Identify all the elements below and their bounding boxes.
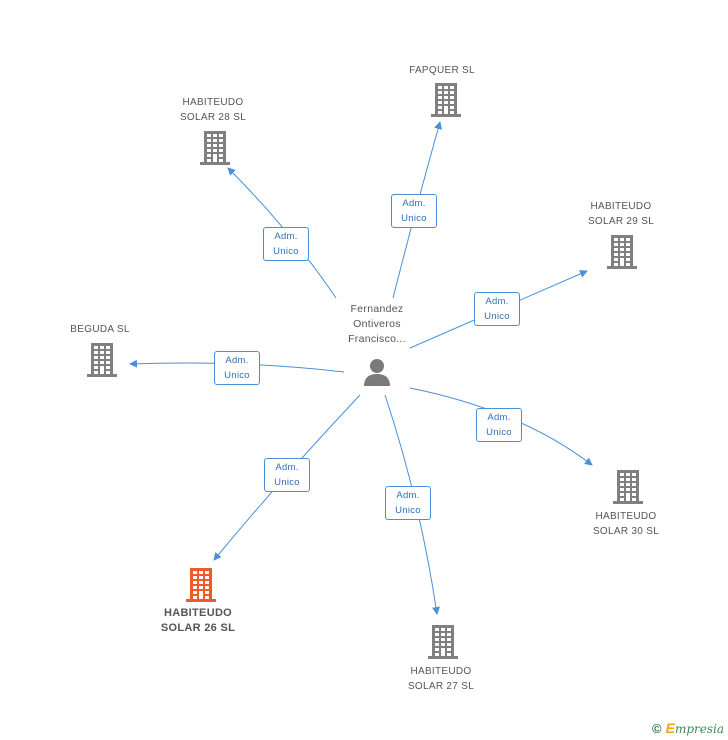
brand-logo[interactable]: Empresia <box>665 720 724 736</box>
company-node-solar26[interactable] <box>185 567 217 608</box>
company-label-solar27[interactable]: HABITEUDO SOLAR 27 SL <box>407 666 475 692</box>
edge-label-beguda[interactable]: Adm. Unico <box>214 351 260 385</box>
edge-label-solar30[interactable]: Adm. Unico <box>476 408 522 442</box>
company-node-solar30[interactable] <box>612 469 644 510</box>
edge-label-solar29[interactable]: Adm. Unico <box>474 292 520 326</box>
person-node[interactable] <box>362 357 392 392</box>
building-icon <box>87 343 117 377</box>
person-icon <box>364 359 390 386</box>
company-node-solar27[interactable] <box>427 624 459 665</box>
company-node-beguda[interactable] <box>86 342 118 383</box>
company-label-beguda[interactable]: BEGUDA SL <box>70 324 130 335</box>
company-label-solar28[interactable]: HABITEUDO SOLAR 28 SL <box>179 97 247 123</box>
company-label-solar29[interactable]: HABITEUDO SOLAR 29 SL <box>587 201 655 227</box>
edge-label-solar26[interactable]: Adm. Unico <box>264 458 310 492</box>
building-icon <box>607 235 637 269</box>
company-node-solar28[interactable] <box>199 130 231 171</box>
building-icon <box>428 625 458 659</box>
company-node-fapquer[interactable] <box>430 82 462 123</box>
building-icon <box>186 568 216 602</box>
company-node-solar29[interactable] <box>606 234 638 275</box>
edge-label-fapquer[interactable]: Adm. Unico <box>391 194 437 228</box>
copyright-icon: © <box>652 720 662 736</box>
edge-label-solar28[interactable]: Adm. Unico <box>263 227 309 261</box>
company-label-solar26[interactable]: HABITEUDO SOLAR 26 SL <box>160 607 236 634</box>
edge-label-solar27[interactable]: Adm. Unico <box>385 486 431 520</box>
company-label-fapquer[interactable]: FAPQUER SL <box>409 65 475 76</box>
company-label-solar30[interactable]: HABITEUDO SOLAR 30 SL <box>592 511 660 537</box>
building-icon <box>613 470 643 504</box>
copyright-footer: © Empresia <box>652 720 724 736</box>
person-name-label[interactable]: Fernandez Ontiveros Francisco... <box>348 303 406 345</box>
building-icon <box>431 83 461 117</box>
building-icon <box>200 131 230 165</box>
